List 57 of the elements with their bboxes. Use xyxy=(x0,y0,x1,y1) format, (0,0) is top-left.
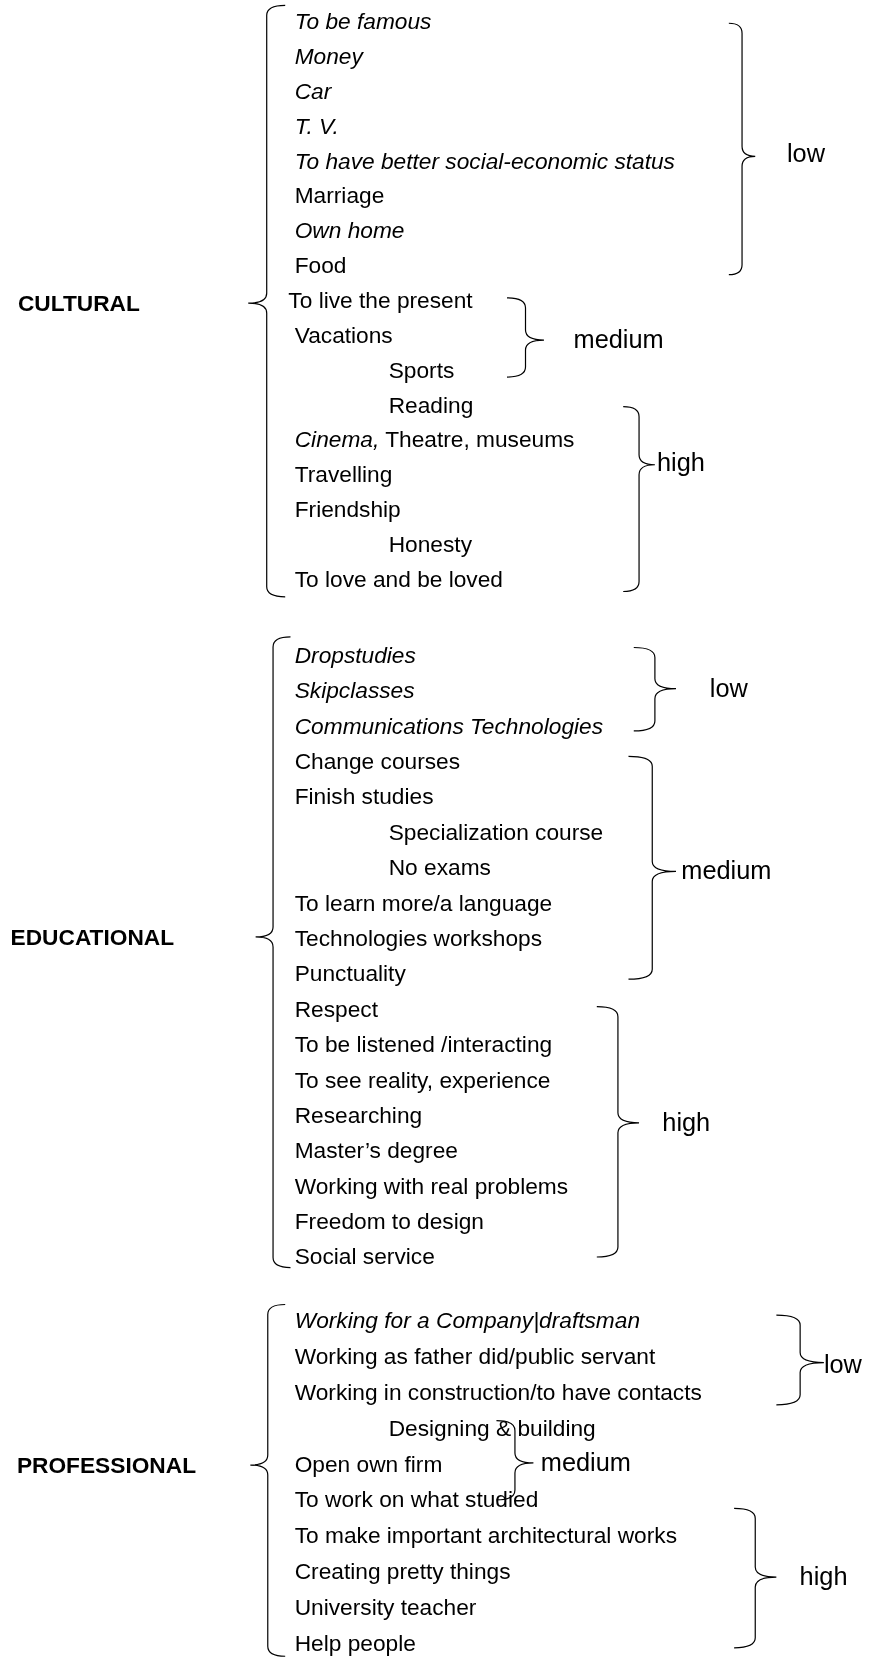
list-item: Researching xyxy=(294,1101,423,1128)
list-item: No exams xyxy=(388,854,491,881)
level-label: medium xyxy=(573,325,664,355)
list-item: Honesty xyxy=(388,530,472,558)
list-item: Help people xyxy=(294,1629,416,1656)
list-item: To learn more/a language xyxy=(294,889,553,916)
list-item: Designing & building xyxy=(388,1414,596,1441)
level-label: low xyxy=(786,139,825,169)
list-item: Working for a Company|draftsman xyxy=(294,1307,641,1334)
list-item: Skipclasses xyxy=(294,677,415,704)
list-item: To work on what studied xyxy=(294,1486,539,1513)
list-item: Marriage xyxy=(294,182,385,209)
list-item: Friendship xyxy=(294,496,401,523)
list-item: Respect xyxy=(294,995,378,1022)
level-label: low xyxy=(823,1350,862,1380)
list-item: Cinema, Theatre, museums xyxy=(294,426,575,453)
list-item: Finish studies xyxy=(294,783,434,810)
list-item: To have better social-economic status xyxy=(294,147,675,174)
category-heading: PROFESSIONAL xyxy=(16,1452,196,1479)
category-heading: EDUCATIONAL xyxy=(10,923,175,950)
list-item: University teacher xyxy=(294,1593,477,1620)
list-item: Freedom to design xyxy=(294,1208,484,1235)
level-label: medium xyxy=(540,1448,631,1478)
list-item: To make important architectural works xyxy=(294,1522,677,1549)
list-item: T. V. xyxy=(294,112,339,139)
list-item: Travelling xyxy=(294,461,393,488)
list-item: Change courses xyxy=(294,748,461,775)
list-item: Technologies workshops xyxy=(294,924,543,951)
list-item: Open own firm xyxy=(294,1450,443,1477)
list-item: Dropstudies xyxy=(294,641,416,668)
list-item: Own home xyxy=(294,217,405,244)
list-item: To see reality, experience xyxy=(294,1066,551,1093)
level-label: high xyxy=(799,1562,848,1592)
list-item: Specialization course xyxy=(388,818,604,845)
list-item: To be listened /interacting xyxy=(294,1031,553,1058)
list-item: To be famous xyxy=(294,8,432,35)
level-label: low xyxy=(709,674,748,704)
list-item: Car xyxy=(294,77,332,104)
list-item: Social service xyxy=(294,1243,435,1270)
level-label: high xyxy=(662,1108,711,1138)
list-item: Creating pretty things xyxy=(294,1557,511,1585)
list-item: Working as father did/public servant xyxy=(294,1343,656,1370)
list-item: Working with real problems xyxy=(294,1172,569,1199)
list-item: Communications Technologies xyxy=(294,712,604,739)
list-item: Master’s degree xyxy=(294,1137,458,1164)
list-item: Working in construction/to have contacts xyxy=(294,1378,702,1405)
list-item: To live the present xyxy=(288,286,473,314)
category-heading: CULTURAL xyxy=(17,290,140,317)
list-item: Reading xyxy=(388,391,474,418)
list-item: Food xyxy=(294,252,347,279)
list-item: Sports xyxy=(388,356,455,383)
list-item: Money xyxy=(294,42,363,69)
list-item: To love and be loved xyxy=(294,565,503,592)
list-item: Punctuality xyxy=(294,960,406,987)
list-item: Vacations xyxy=(294,321,393,348)
level-label: high xyxy=(657,448,705,478)
level-label: medium xyxy=(681,856,772,886)
